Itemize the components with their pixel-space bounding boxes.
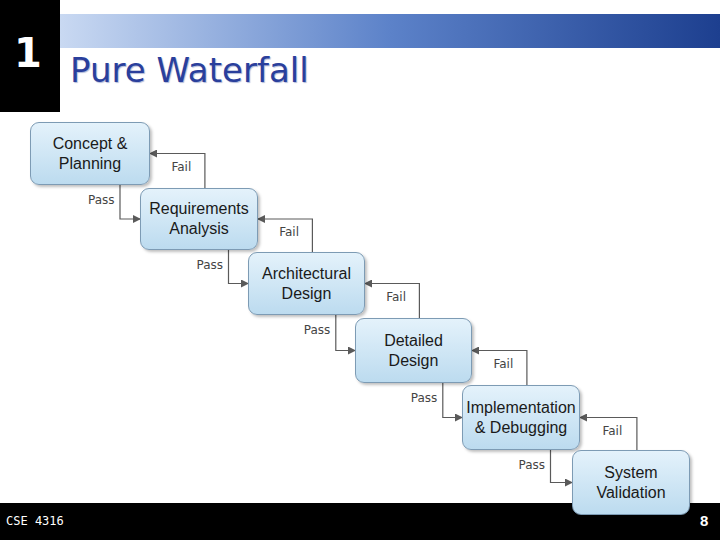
flow-connector (258, 219, 312, 252)
section-number: 1 (14, 30, 42, 76)
transition-label: Pass (197, 258, 224, 272)
transition-label: Fail (386, 290, 406, 304)
phase-name: Concept & Planning (35, 134, 145, 174)
phase-box: Implementation & Debugging (462, 385, 580, 450)
transition-label: Fail (171, 160, 191, 174)
transition-label: Pass (519, 458, 546, 472)
phase-box: Requirements Analysis (140, 188, 258, 250)
flow-connector (472, 351, 527, 386)
slide-title: Pure Waterfall (70, 50, 309, 90)
header-banner (60, 14, 720, 48)
phase-box: Concept & Planning (30, 122, 150, 185)
course-code: CSE 4316 (6, 514, 64, 528)
page-number: 8 (700, 512, 708, 529)
flow-connector (229, 250, 249, 284)
phase-name: Requirements Analysis (145, 199, 253, 239)
flow-connector (120, 185, 140, 219)
flow-connector (365, 284, 419, 319)
flow-connector (580, 418, 637, 451)
transition-label: Fail (279, 225, 299, 239)
flow-connector (551, 450, 573, 483)
flow-connector (336, 315, 355, 351)
phase-box: Detailed Design (355, 318, 472, 383)
section-block (0, 0, 60, 112)
phase-name: System Validation (577, 463, 685, 503)
transition-label: Pass (88, 193, 115, 207)
phase-box: System Validation (572, 450, 690, 515)
phase-name: Implementation & Debugging (466, 398, 575, 438)
phase-name: Detailed Design (360, 331, 467, 371)
flow-connector (150, 154, 205, 189)
phase-box: Architectural Design (248, 252, 365, 315)
transition-label: Pass (411, 391, 438, 405)
transition-label: Pass (304, 323, 331, 337)
transition-label: Fail (602, 424, 622, 438)
phase-name: Architectural Design (253, 264, 360, 304)
transition-label: Fail (493, 357, 513, 371)
flow-connector (443, 383, 462, 418)
